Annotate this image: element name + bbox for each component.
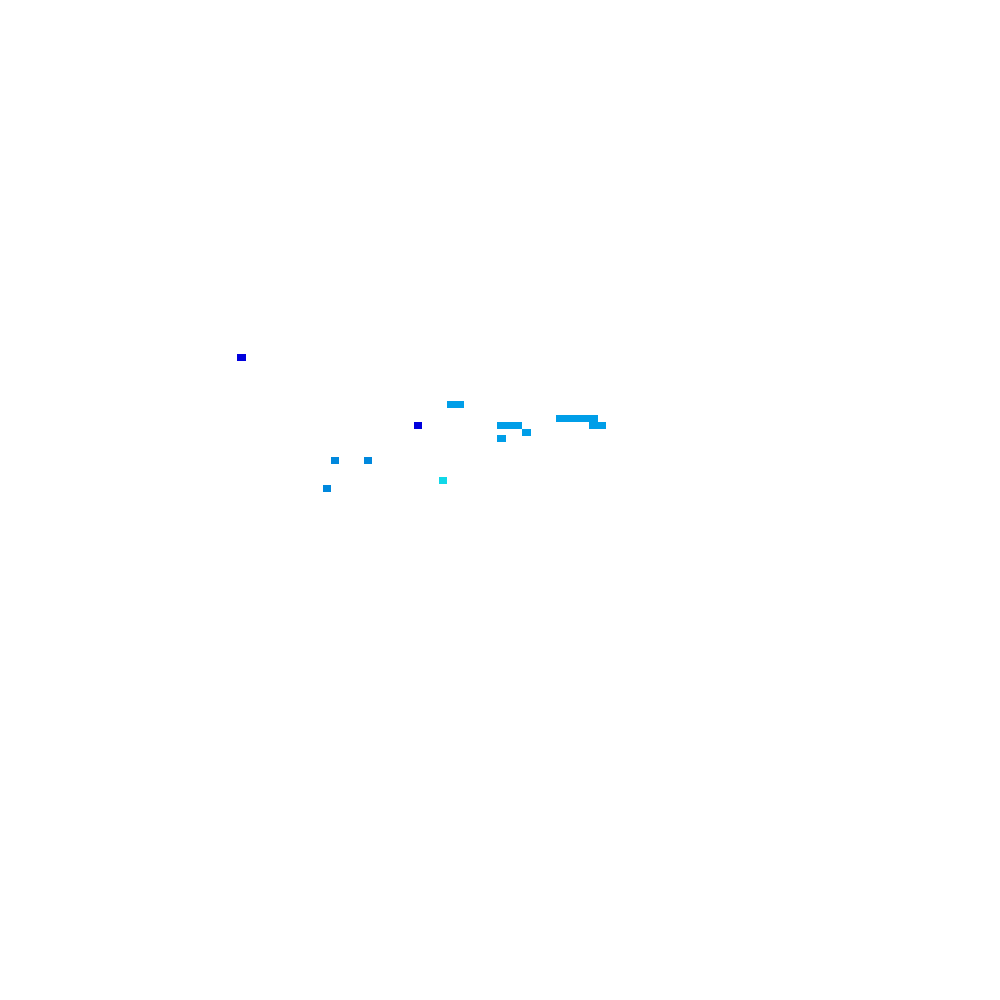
mark-sky-blue-4	[589, 422, 606, 429]
mark-sky-blue-5	[522, 429, 531, 436]
mark-cyan-1	[439, 477, 447, 484]
mark-medium-blue-1	[331, 457, 339, 464]
mark-medium-blue-2	[364, 457, 372, 464]
mark-sky-blue-3	[556, 415, 598, 422]
mark-deep-blue-1	[237, 354, 246, 361]
mark-sky-blue-1	[447, 401, 464, 408]
mark-deep-blue-2	[414, 422, 422, 429]
mark-sky-blue-6	[497, 435, 506, 442]
mark-sky-blue-2	[497, 422, 522, 429]
mark-medium-blue-3	[323, 485, 331, 492]
